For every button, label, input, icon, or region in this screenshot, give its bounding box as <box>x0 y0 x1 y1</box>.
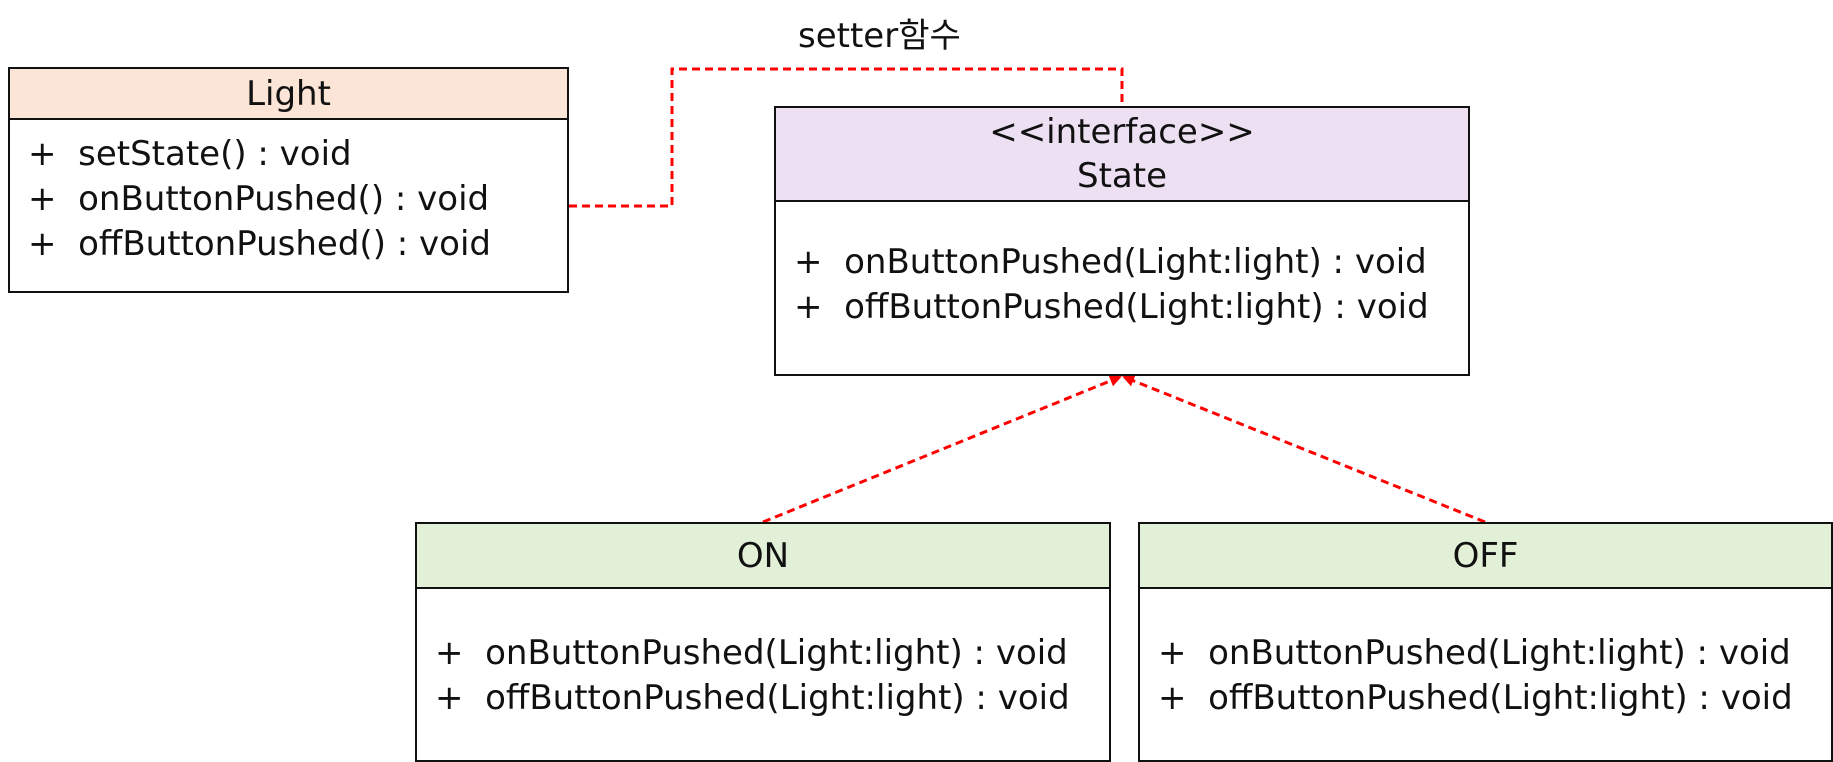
state-interface-stereotype: <<interface>> <box>989 112 1255 152</box>
off-class-box: OFF + onButtonPushed(Light:light) : void… <box>1138 522 1833 762</box>
on-class-title: ON <box>736 535 790 576</box>
state-interface-box: <<interface>> State + onButtonPushed(Lig… <box>774 106 1470 376</box>
light-class-title: Light <box>246 73 331 114</box>
state-interface-header: <<interface>> State <box>776 108 1468 202</box>
off-class-members: + onButtonPushed(Light:light) : void + o… <box>1140 589 1831 721</box>
on-member-onbuttonpushed: + onButtonPushed(Light:light) : void <box>435 633 1068 673</box>
state-interface-title: State <box>1077 156 1167 196</box>
state-interface-members: + onButtonPushed(Light:light) : void + o… <box>776 202 1468 330</box>
light-to-state-setter-connector <box>569 67 1124 208</box>
on-class-members: + onButtonPushed(Light:light) : void + o… <box>417 589 1109 721</box>
off-member-onbuttonpushed: + onButtonPushed(Light:light) : void <box>1158 633 1791 673</box>
off-class-title: OFF <box>1452 535 1519 576</box>
off-member-offbuttonpushed: + offButtonPushed(Light:light) : void <box>1158 678 1793 718</box>
light-member-onbuttonpushed: + onButtonPushed() : void <box>28 179 490 219</box>
on-member-offbuttonpushed: + offButtonPushed(Light:light) : void <box>435 678 1070 718</box>
state-member-onbuttonpushed: + onButtonPushed(Light:light) : void <box>794 242 1427 282</box>
setter-function-label: setter함수 <box>798 16 961 56</box>
on-class-header: ON <box>417 524 1109 589</box>
light-class-members: + setState() : void + onButtonPushed() :… <box>10 120 567 267</box>
light-class-header: Light <box>10 69 567 120</box>
light-member-offbuttonpushed: + offButtonPushed() : void <box>28 224 491 264</box>
state-member-offbuttonpushed: + offButtonPushed(Light:light) : void <box>794 287 1429 327</box>
on-realizes-state-arrow <box>762 375 1122 524</box>
light-member-setstate: + setState() : void <box>28 134 352 174</box>
light-class-box: Light + setState() : void + onButtonPush… <box>8 67 569 293</box>
off-class-header: OFF <box>1140 524 1831 589</box>
on-class-box: ON + onButtonPushed(Light:light) : void … <box>415 522 1111 762</box>
off-realizes-state-arrow <box>1122 375 1486 524</box>
